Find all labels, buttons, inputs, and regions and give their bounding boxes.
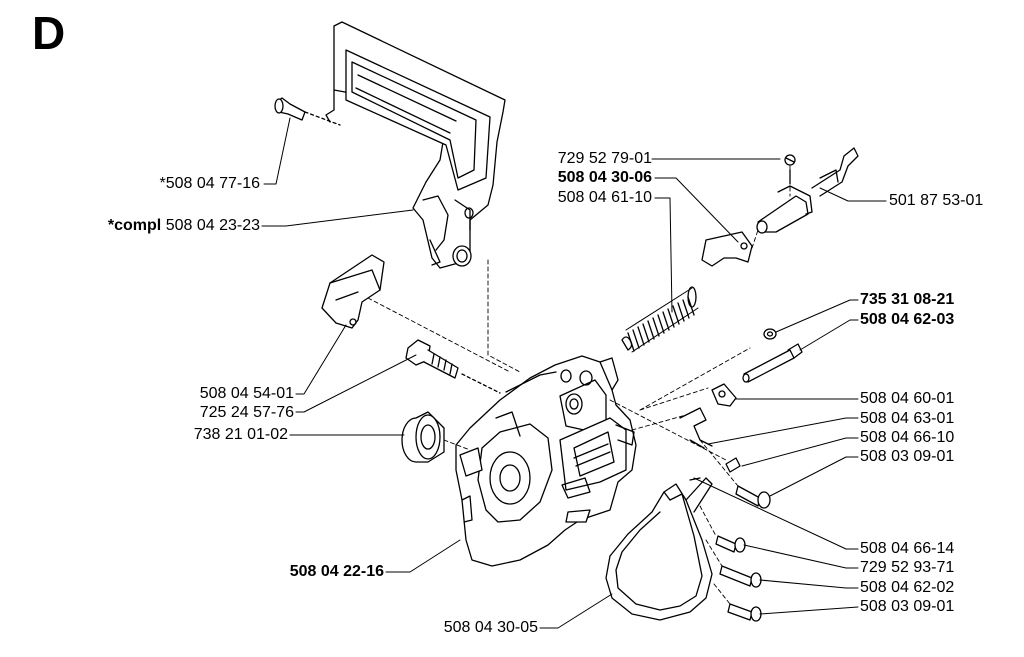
washer-part: [763, 328, 777, 340]
part-label: 735 31 08-21: [860, 291, 955, 308]
part-label: 508 04 66-14: [860, 540, 955, 557]
part-label: 508 04 66-10: [860, 429, 955, 446]
part-label: 501 87 53-01: [889, 192, 984, 209]
part-label: 508 04 22-16: [289, 563, 384, 580]
section-letter: D: [32, 7, 66, 59]
part-label: 508 04 63-01: [860, 410, 955, 427]
part-label: 508 04 62-03: [860, 311, 955, 328]
part-label: 508 03 09-01: [860, 598, 955, 615]
screw-part: [727, 603, 762, 622]
small-bracket-part: [321, 254, 385, 329]
screw-part: [715, 535, 746, 553]
spring-clip-part: [679, 407, 713, 449]
screw-part: [735, 485, 771, 509]
chain-brake-handle-part: [325, 21, 506, 269]
clutch-cover-part: [455, 355, 637, 567]
brake-linkage-part: [756, 147, 859, 234]
part-label: 508 04 30-05: [443, 619, 538, 636]
guide-pin-part: [742, 343, 803, 383]
bolt-part: [405, 339, 501, 394]
assembly-lines: [367, 165, 791, 605]
screw-part: [719, 565, 762, 588]
part-label: 729 52 93-71: [860, 559, 955, 576]
part-label: 738 21 01-02: [193, 426, 288, 443]
part-label: 508 04 54-01: [199, 385, 294, 402]
tension-spring-part: [621, 286, 699, 353]
pivot-pin-part: [274, 97, 341, 126]
brake-band-part: [605, 477, 713, 621]
part-label: *compl 508 04 23-23: [107, 217, 260, 234]
part-label: 508 04 61-10: [557, 189, 652, 206]
part-label: 508 04 60-01: [860, 390, 955, 407]
part-label: 508 04 30-06: [557, 169, 652, 186]
lever-bracket-part: [701, 231, 753, 267]
part-label: 725 24 57-76: [199, 404, 294, 421]
lock-plate-part: [711, 383, 737, 407]
bushing-part: [401, 411, 445, 463]
part-label: 508 04 62-02: [860, 579, 955, 596]
part-label: 729 52 79-01: [557, 150, 652, 167]
part-label: *508 04 77-16: [159, 175, 260, 192]
leader-lines: [261, 117, 887, 629]
part-label: 508 03 09-01: [860, 448, 955, 465]
small-pin-part: [725, 457, 741, 473]
